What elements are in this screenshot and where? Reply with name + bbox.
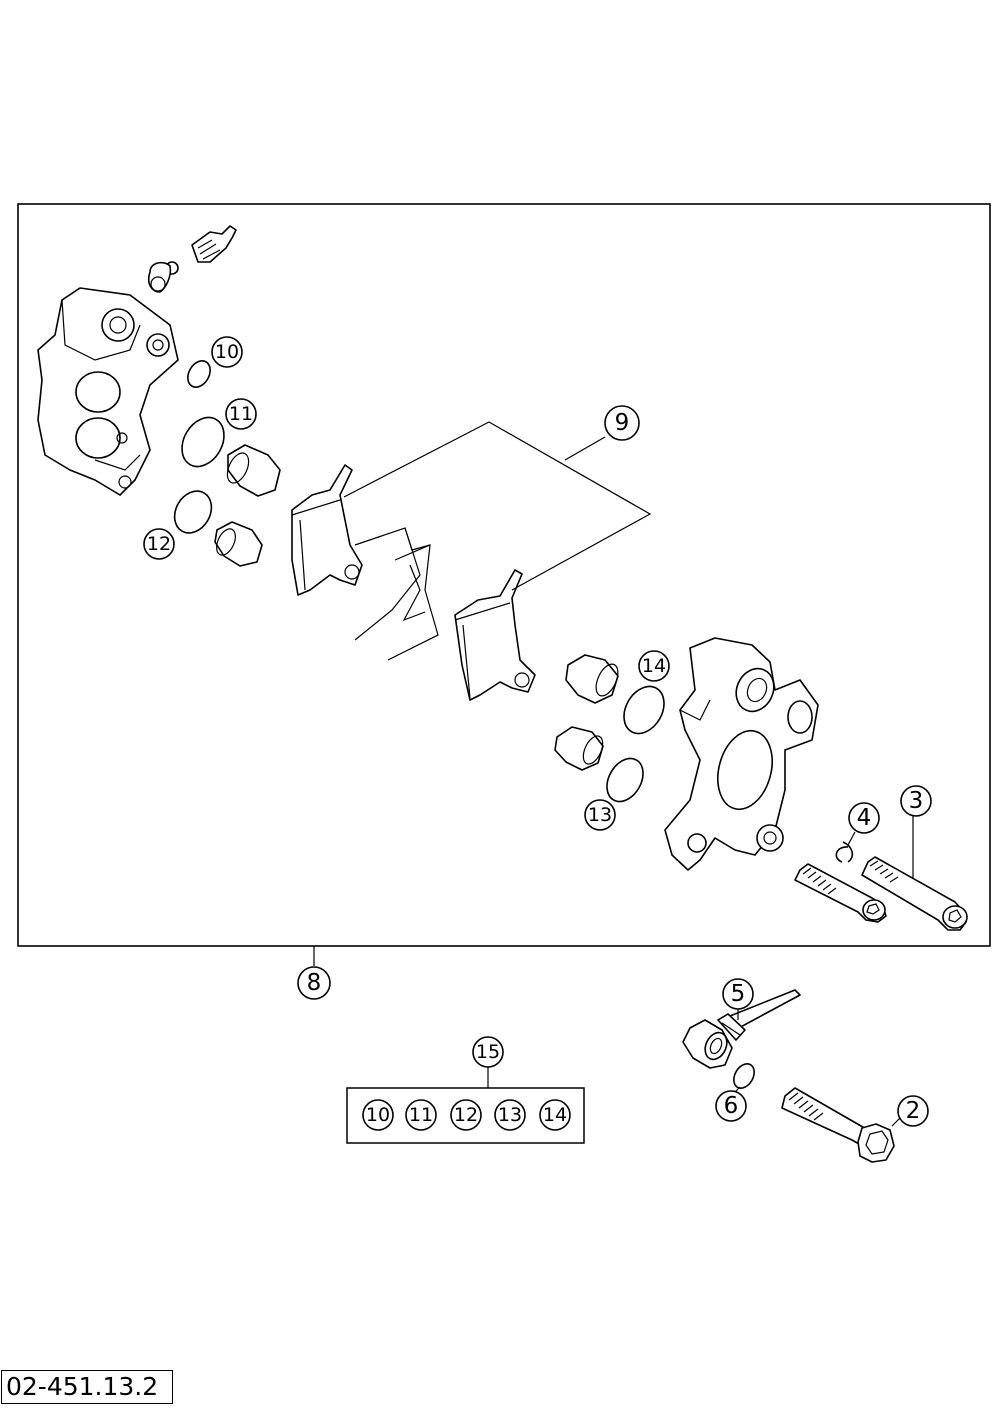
- kit-15-item-10: 10: [362, 1099, 394, 1131]
- svg-text:11: 11: [229, 403, 253, 425]
- svg-text:5: 5: [731, 981, 746, 1007]
- callout-6: 6: [715, 1090, 747, 1122]
- svg-text:14: 14: [543, 1104, 567, 1126]
- seal-11-left: [181, 416, 225, 468]
- caliper-half-right: [664, 637, 819, 871]
- washer-6: [733, 1063, 755, 1089]
- bleed-valve: [147, 225, 237, 293]
- pad-spring: [354, 527, 439, 661]
- brake-pad-right: [454, 569, 536, 701]
- seal-10-left: [187, 360, 211, 388]
- svg-text:14: 14: [642, 655, 666, 677]
- piston-lower-left: [214, 521, 263, 567]
- svg-text:9: 9: [615, 410, 630, 436]
- seal-13-right: [606, 757, 644, 803]
- spacer-5: [682, 1019, 733, 1069]
- leader-2: [891, 1117, 901, 1127]
- callout-10: 10: [211, 336, 243, 368]
- svg-text:12: 12: [454, 1104, 478, 1126]
- svg-text:15: 15: [476, 1041, 500, 1063]
- piston-upper-left: [226, 444, 281, 497]
- bolt-3: [861, 856, 968, 931]
- bolt-unnumbered: [794, 863, 887, 923]
- svg-text:3: 3: [909, 788, 924, 814]
- kit-15-item-12: 12: [450, 1099, 482, 1131]
- kit-15-item-13: 13: [494, 1099, 526, 1131]
- svg-text:8: 8: [307, 970, 322, 996]
- assembly-8-frame: [17, 203, 991, 947]
- pin-5: [717, 989, 801, 1041]
- svg-text:11: 11: [409, 1104, 433, 1126]
- leader-4: [847, 831, 856, 846]
- svg-text:13: 13: [498, 1104, 522, 1126]
- callout-15: 15: [472, 1036, 504, 1068]
- callout-4: 4: [848, 802, 880, 834]
- svg-text:12: 12: [147, 533, 171, 555]
- caliper-half-left: [37, 287, 179, 496]
- svg-text:10: 10: [366, 1104, 390, 1126]
- callout-12: 12: [143, 528, 175, 560]
- callout-5: 5: [722, 978, 754, 1010]
- svg-text:2: 2: [906, 1098, 921, 1124]
- callout-3: 3: [900, 785, 932, 817]
- piston-upper-right: [565, 654, 619, 704]
- seal-12-left: [173, 490, 213, 534]
- bolt-2: [781, 1087, 895, 1163]
- callout-2: 2: [897, 1095, 929, 1127]
- callout-13: 13: [584, 799, 616, 831]
- svg-text:6: 6: [724, 1093, 739, 1119]
- drawing-number-label: 02-451.13.2: [1, 1370, 173, 1404]
- kit-15-item-11: 11: [405, 1099, 437, 1131]
- callout-14: 14: [638, 650, 670, 682]
- callout-11: 11: [225, 398, 257, 430]
- callout-8: 8: [297, 966, 331, 1000]
- piston-lower-right: [554, 726, 604, 771]
- leader-9: [343, 421, 652, 591]
- svg-text:4: 4: [857, 805, 872, 831]
- callout-9: 9: [604, 405, 640, 441]
- kit-15-item-14: 14: [539, 1099, 571, 1131]
- svg-text:13: 13: [588, 804, 612, 826]
- brake-pad-left: [291, 464, 363, 596]
- circlip-4: [835, 841, 854, 863]
- svg-text:10: 10: [215, 341, 239, 363]
- seal-14-right: [623, 685, 665, 735]
